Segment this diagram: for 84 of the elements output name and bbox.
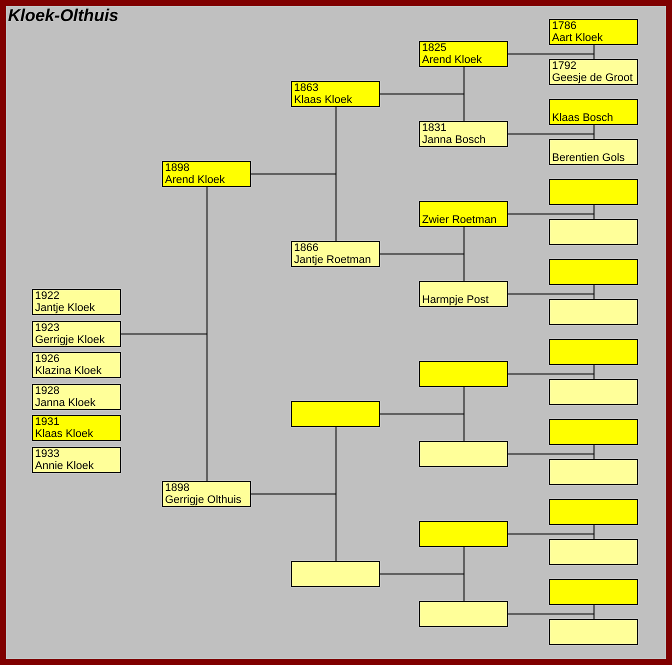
person-box xyxy=(291,241,380,267)
connector-line xyxy=(250,174,336,242)
person-box xyxy=(32,415,121,441)
empty-person-box xyxy=(549,379,638,405)
connector-line xyxy=(508,454,594,460)
connector-line xyxy=(508,614,594,620)
person-name: Klazina Kloek xyxy=(35,365,103,377)
empty-person-box xyxy=(549,259,638,285)
empty-person-box xyxy=(549,419,638,445)
empty-person-box xyxy=(549,299,638,325)
connector-line xyxy=(250,494,336,562)
connector-line xyxy=(508,534,594,540)
connector-line xyxy=(508,134,594,140)
empty-person-box xyxy=(291,401,380,427)
person-box xyxy=(419,281,508,307)
person-name: Arend Kloek xyxy=(422,54,483,66)
person-name: Harmpje Post xyxy=(422,294,490,306)
birth-year: 1866 xyxy=(294,242,320,254)
birth-year: 1898 xyxy=(165,482,190,494)
connector-line xyxy=(380,94,464,122)
empty-person-box xyxy=(549,219,638,245)
person-name: Klaas Kloek xyxy=(35,428,94,440)
person-box xyxy=(162,481,251,507)
empty-person-box xyxy=(419,361,508,387)
empty-person-box xyxy=(549,539,638,565)
connector-line xyxy=(380,574,464,602)
connector-line xyxy=(380,254,464,282)
person-name: Zwier Roetman xyxy=(422,214,498,226)
connector-line xyxy=(380,414,464,442)
person-box xyxy=(32,289,121,315)
person-name: Janna Kloek xyxy=(35,397,97,409)
birth-year: 1825 xyxy=(422,42,448,54)
person-name: Klaas Bosch xyxy=(552,112,614,124)
birth-year: 1933 xyxy=(35,448,60,460)
birth-year: 1928 xyxy=(35,385,60,397)
empty-person-box xyxy=(549,459,638,485)
person-name: Jantje Roetman xyxy=(294,254,372,266)
empty-person-box xyxy=(419,601,508,627)
person-box xyxy=(162,161,251,187)
person-name: Gerrigje Kloek xyxy=(35,334,106,346)
person-box xyxy=(419,121,508,147)
person-name: Gerrigje Olthuis xyxy=(165,494,242,506)
person-box xyxy=(549,139,638,165)
person-name: Janna Bosch xyxy=(422,134,487,146)
birth-year: 1923 xyxy=(35,322,60,334)
birth-year: 1831 xyxy=(422,122,448,134)
connector-line xyxy=(508,374,594,380)
birth-year: 1863 xyxy=(294,82,320,94)
empty-person-box xyxy=(549,579,638,605)
person-box xyxy=(549,99,638,125)
birth-year: 1931 xyxy=(35,416,60,428)
person-box xyxy=(549,59,638,85)
connector-line xyxy=(120,334,208,482)
empty-person-box xyxy=(291,561,380,587)
chart-title: Kloek-Olthuis xyxy=(8,6,119,26)
person-name: Geesje de Groot xyxy=(552,72,634,84)
person-name: Arend Kloek xyxy=(165,174,226,186)
empty-person-box xyxy=(419,521,508,547)
connector-line xyxy=(508,54,594,60)
person-name: Aart Kloek xyxy=(552,32,604,44)
person-box xyxy=(419,41,508,67)
birth-year: 1786 xyxy=(552,20,578,32)
person-name: Annie Kloek xyxy=(35,460,95,472)
person-box xyxy=(32,447,121,473)
person-name: Klaas Kloek xyxy=(294,94,354,106)
person-box xyxy=(291,81,380,107)
person-name: Berentien Gols xyxy=(552,152,626,164)
empty-person-box xyxy=(549,499,638,525)
person-box xyxy=(32,352,121,378)
person-box xyxy=(32,384,121,410)
person-box xyxy=(32,321,121,347)
birth-year: 1898 xyxy=(165,162,190,174)
birth-year: 1792 xyxy=(552,60,578,72)
connector-line xyxy=(508,294,594,300)
birth-year: 1922 xyxy=(35,290,60,302)
birth-year: 1926 xyxy=(35,353,60,365)
empty-person-box xyxy=(549,179,638,205)
empty-person-box xyxy=(419,441,508,467)
empty-person-box xyxy=(549,619,638,645)
empty-person-box xyxy=(549,339,638,365)
connector-line xyxy=(508,214,594,220)
person-box xyxy=(419,201,508,227)
person-box xyxy=(549,19,638,45)
person-name: Jantje Kloek xyxy=(35,302,96,314)
